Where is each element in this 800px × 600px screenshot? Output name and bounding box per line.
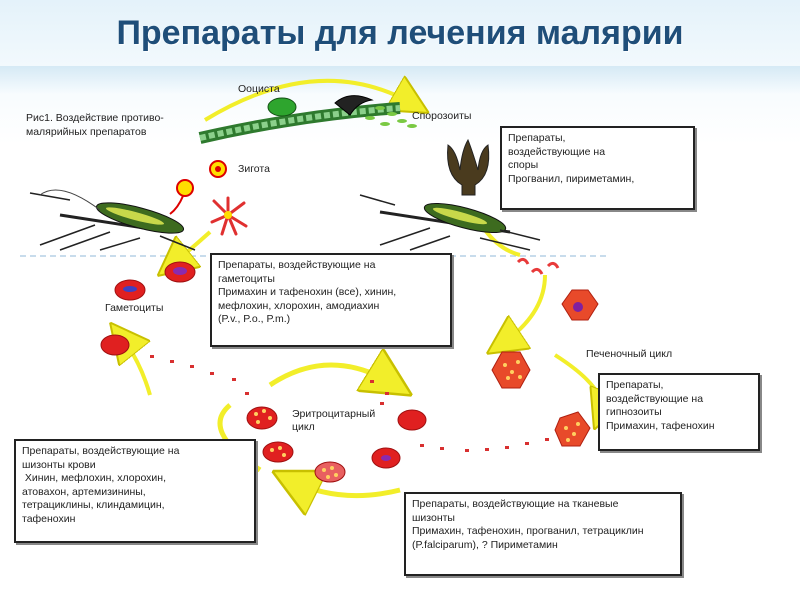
- label-gametocytes: Гаметоциты: [105, 302, 164, 314]
- salivary-gland-shape: [447, 138, 490, 196]
- label-liver-cycle: Печеночный цикл: [586, 348, 673, 360]
- liver-schizont-shape: [491, 351, 531, 389]
- erythrocyte-shape: [246, 406, 278, 430]
- box-hypnozoite-drugs: Препараты, воздействующие на гипнозоиты …: [598, 373, 760, 451]
- box-tissue-schizont-drugs: Препараты, воздействующие на тканевые ши…: [404, 492, 682, 576]
- box-blood-schizont-drugs: Препараты, воздействующие на шизонты кро…: [14, 439, 256, 543]
- liver-hypnozoite-cell-shape: [554, 411, 591, 447]
- arrow-liver-entry: [500, 274, 547, 345]
- rupturing-oocyst-shape: [334, 95, 374, 116]
- oocyst-shape: [267, 97, 297, 117]
- mosquito-left-shape: [29, 189, 196, 251]
- label-zygote: Зигота: [238, 163, 270, 175]
- erythrocyte-shape: [397, 409, 427, 431]
- arrow-gametocyte-up: [170, 230, 212, 266]
- box-gametocyte-drugs: Препараты, воздействующие на гаметоциты …: [210, 253, 452, 347]
- erythrocyte-shape: [314, 461, 346, 483]
- mosquito-right-shape: [359, 194, 541, 251]
- label-erythrocyte-cycle: Эритроцитарный цикл: [292, 408, 376, 433]
- arrow-erythro-bottom: [290, 480, 401, 496]
- label-oocyst: Ооциста: [238, 83, 280, 95]
- arrow-mosquito-cycle-top: [203, 81, 415, 122]
- box-spore-drugs: Препараты, воздействующие на споры Прогв…: [500, 126, 695, 210]
- arrow-erythro-top: [268, 365, 395, 385]
- slide-title: Препараты для лечения малярии: [116, 14, 684, 52]
- arrow-sporozoite-down: [483, 228, 521, 257]
- erythrocyte-shape: [262, 441, 294, 463]
- label-sporozoites: Спорозоиты: [412, 110, 472, 122]
- arrow-liver-cycle: [553, 353, 602, 415]
- merozoite-trail: [150, 355, 549, 452]
- figure-caption: Рис1. Воздействие противо- малярийных пр…: [26, 112, 164, 138]
